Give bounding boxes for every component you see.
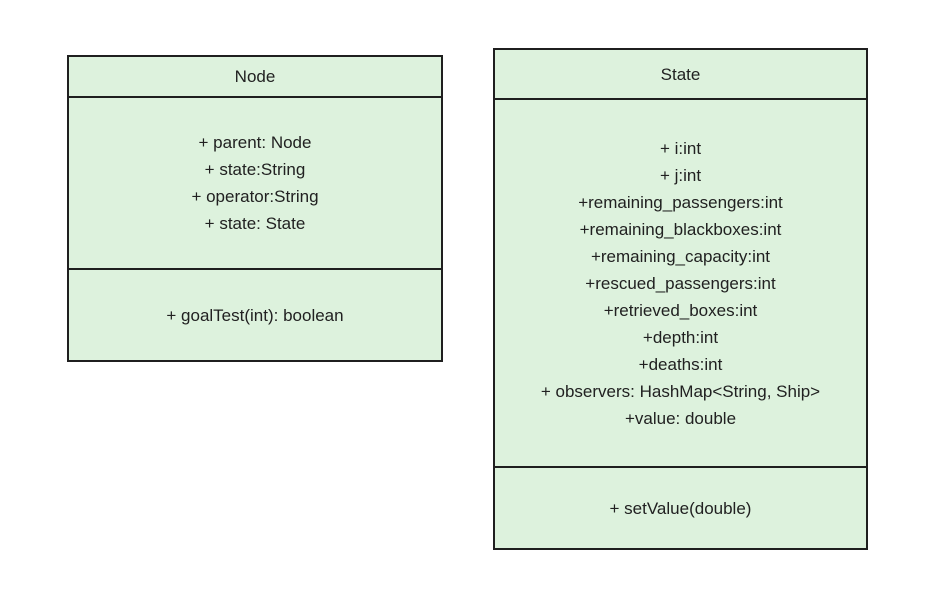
member-line: +remaining_capacity:int — [590, 246, 771, 266]
member-line: +rescued_passengers:int — [585, 273, 776, 293]
class-state-attributes: + i:int + j:int +remaining_passengers:int +… — [495, 100, 866, 466]
member-line: + j:int — [659, 165, 702, 185]
member-line: + i:int — [659, 138, 702, 158]
class-node-attributes: + parent: Node + state:String + operator:S… — [69, 98, 441, 268]
member-line: +value: double — [624, 408, 737, 428]
member-line: +deaths:int — [638, 354, 723, 374]
member-line: +remaining_passengers:int — [578, 192, 783, 212]
member-line: + observers: HashMap<String, Ship> — [540, 381, 821, 401]
member-line: + goalTest(int): boolean — [166, 305, 344, 325]
class-state-title: State — [495, 50, 866, 100]
uml-class-state: State + i:int + j:int +remaining_passenger… — [493, 48, 868, 550]
class-node-title: Node — [69, 57, 441, 98]
member-line: + parent: Node — [198, 133, 312, 152]
member-line: +remaining_blackboxes:int — [579, 219, 782, 239]
member-line: +depth:int — [642, 327, 719, 347]
class-node-methods: + goalTest(int): boolean — [69, 268, 441, 360]
member-line: + state: State — [204, 214, 306, 233]
class-state-methods: + setValue(double) — [495, 466, 866, 548]
member-line: +retrieved_boxes:int — [603, 300, 758, 320]
member-line: + operator:String — [191, 187, 319, 206]
uml-class-node: Node + parent: Node + state:String + opera… — [67, 55, 443, 362]
member-line: + state:String — [204, 160, 306, 179]
member-line: + setValue(double) — [609, 498, 752, 518]
